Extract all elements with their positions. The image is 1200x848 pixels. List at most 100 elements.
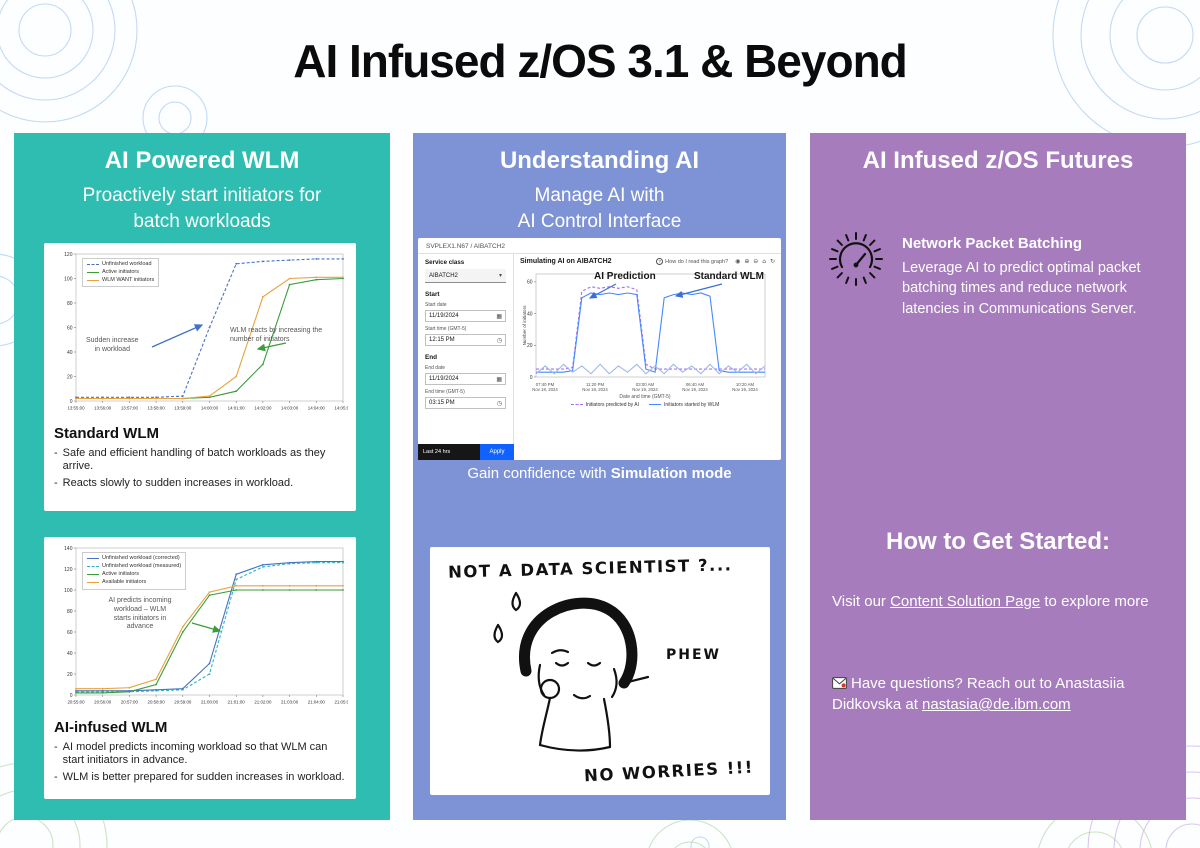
ai-infused-wlm-title: AI-infused WLM — [54, 719, 168, 736]
info-icon: ? — [656, 258, 664, 265]
zoom-out-icon[interactable]: ⊖ — [753, 258, 759, 265]
content-solution-link[interactable]: Content Solution Page — [890, 593, 1041, 610]
svg-text:20:57:00: 20:57:00 — [121, 700, 139, 705]
svg-text:21:01:00: 21:01:00 — [228, 700, 246, 705]
cartoon-no-worries: NO WORRIES !!! — [583, 757, 755, 786]
svg-text:40: 40 — [67, 350, 73, 356]
service-class-dropdown[interactable]: AIBATCH2 ▾ — [425, 269, 506, 283]
svg-text:20:56:00: 20:56:00 — [94, 700, 112, 705]
sim-chart-title: Simulating AI on AIBATCH2 — [520, 258, 612, 265]
time-range-value[interactable]: Last 24 hrs — [423, 449, 451, 455]
bullet-text: WLM is better prepared for sudden increa… — [62, 770, 345, 783]
legend-item: Available initiators — [87, 579, 181, 586]
x-tick: 10:20 AM Nov 19, 2024 — [732, 382, 758, 393]
contact-text: Have questions? Reach out to Anastasiia … — [832, 673, 1166, 715]
svg-text:100: 100 — [64, 276, 73, 282]
x-axis-label: Date and time (GMT-5) — [619, 393, 671, 400]
simulation-chart-panel: Simulating AI on AIBATCH2 ? How do I rea… — [514, 254, 781, 460]
svg-text:0: 0 — [70, 399, 73, 405]
standard-wlm-bullets: -Safe and efficient handling of batch wo… — [52, 447, 348, 490]
standard-wlm-title: Standard WLM — [54, 425, 159, 442]
svg-text:20:58:00: 20:58:00 — [148, 700, 166, 705]
end-time-input[interactable]: 03:15 PM ◷ — [425, 397, 506, 409]
x-tick: 03:00 AM Nov 19, 2024 — [632, 382, 658, 393]
chart-header: Simulating AI on AIBATCH2 ? How do I rea… — [520, 258, 775, 265]
svg-text:120: 120 — [64, 252, 73, 258]
end-time-label: End time (GMT-5) — [425, 389, 465, 395]
annotation-sudden-increase: Sudden increase in workload — [86, 337, 139, 353]
understanding-heading: Understanding AI — [499, 147, 700, 174]
clock-icon: ◷ — [496, 336, 502, 344]
start-time-input[interactable]: 12:15 PM ◷ — [425, 334, 506, 346]
calendar-icon: ▦ — [496, 375, 502, 383]
svg-text:60: 60 — [67, 325, 73, 331]
list-item: -Safe and efficient handling of batch wo… — [54, 447, 346, 474]
x-tick: 07:40 PM Nov 18, 2024 — [532, 382, 558, 393]
svg-text:40: 40 — [527, 311, 533, 317]
email-link[interactable]: nastasia@de.ibm.com — [922, 696, 1071, 713]
wlm-subtitle: Proactively start initiators for batch w… — [82, 185, 322, 232]
camera-icon[interactable]: ◉ — [735, 258, 741, 265]
svg-text:20:59:00: 20:59:00 — [174, 700, 192, 705]
calendar-icon: ▦ — [496, 312, 502, 320]
home-icon[interactable]: ⌂ — [762, 258, 767, 265]
cartoon-phew: PHEW — [666, 647, 721, 663]
get-started-heading: How to Get Started: — [885, 528, 1110, 555]
svg-text:13:55:00: 13:55:00 — [67, 406, 85, 411]
svg-text:40: 40 — [67, 651, 73, 657]
cartoon-person-doodle — [493, 591, 650, 752]
help-link-text: How do I read this graph? — [665, 258, 729, 265]
wlm-heading: AI Powered WLM — [104, 147, 300, 174]
svg-text:13:59:00: 13:59:00 — [174, 406, 192, 411]
breadcrumb: SVPLEX1.N67 / AIBATCH2 — [418, 238, 781, 254]
legend-item: Initiators predicted by AI — [570, 402, 639, 408]
end-section-label: End — [425, 354, 438, 361]
legend-item: Unfinished workload (measured) — [87, 563, 181, 570]
simulation-caption: Gain confidence with Simulation mode — [413, 465, 786, 482]
service-class-label: Service class — [425, 259, 465, 266]
svg-text:21:02:00: 21:02:00 — [254, 700, 272, 705]
svg-text:13:56:00: 13:56:00 — [94, 406, 112, 411]
svg-text:60: 60 — [527, 280, 533, 286]
x-tick: 06:40 AM Nov 19, 2024 — [682, 382, 708, 393]
svg-text:14:04:00: 14:04:00 — [308, 406, 326, 411]
help-link[interactable]: ? How do I read this graph? — [656, 258, 728, 265]
start-date-input[interactable]: 11/19/2024 ▦ — [425, 310, 506, 322]
understanding-subtitle: Manage AI with AI Control Interface — [517, 185, 682, 232]
futures-heading: AI Infused z/OS Futures — [862, 147, 1134, 174]
column-understanding-ai: Understanding AI Manage AI with AI Contr… — [413, 133, 786, 820]
svg-text:0: 0 — [530, 375, 533, 381]
svg-text:13:57:00: 13:57:00 — [121, 406, 139, 411]
caption-text: Gain confidence with — [467, 465, 611, 482]
contact-prefix: Have questions? Reach out to Anastasiia … — [832, 675, 1125, 713]
svg-text:14:00:00: 14:00:00 — [201, 406, 219, 411]
cartoon-title: NOT A DATA SCIENTIST ?... — [447, 555, 733, 582]
svg-text:21:05:00: 21:05:00 — [334, 700, 348, 705]
reset-icon[interactable]: ↻ — [769, 258, 775, 265]
apply-button[interactable]: Apply — [480, 444, 514, 460]
start-time-label: Start time (GMT-5) — [425, 326, 467, 332]
svg-text:120: 120 — [64, 567, 73, 573]
end-time-value: 03:15 PM — [429, 400, 455, 406]
network-packet-batching-feature: Network Packet Batching Leverage AI to p… — [902, 235, 1176, 319]
x-tick: 11:20 PM Nov 18, 2024 — [582, 382, 608, 393]
svg-text:14:02:00: 14:02:00 — [254, 406, 272, 411]
svg-text:0: 0 — [70, 693, 73, 699]
cartoon-card: NOT A DATA SCIENTIST ?... PHEW NO WORRIE… — [430, 547, 770, 795]
chart-toolbar: ◉ ⊕ ⊖ ⌂ ↻ — [733, 258, 775, 265]
end-date-input[interactable]: 11/19/2024 ▦ — [425, 373, 506, 385]
app-sidebar: Service class AIBATCH2 ▾ Start Start dat… — [418, 254, 514, 460]
zoom-in-icon[interactable]: ⊕ — [744, 258, 750, 265]
svg-text:14:05:00: 14:05:00 — [334, 406, 348, 411]
visit-prefix: Visit our — [832, 593, 891, 610]
end-date-label: End date — [425, 365, 446, 371]
svg-text:14:01:00: 14:01:00 — [228, 406, 246, 411]
svg-text:140: 140 — [64, 546, 73, 552]
annotation-standard-wlm: Standard WLM — [694, 271, 764, 282]
svg-text:21:04:00: 21:04:00 — [308, 700, 326, 705]
